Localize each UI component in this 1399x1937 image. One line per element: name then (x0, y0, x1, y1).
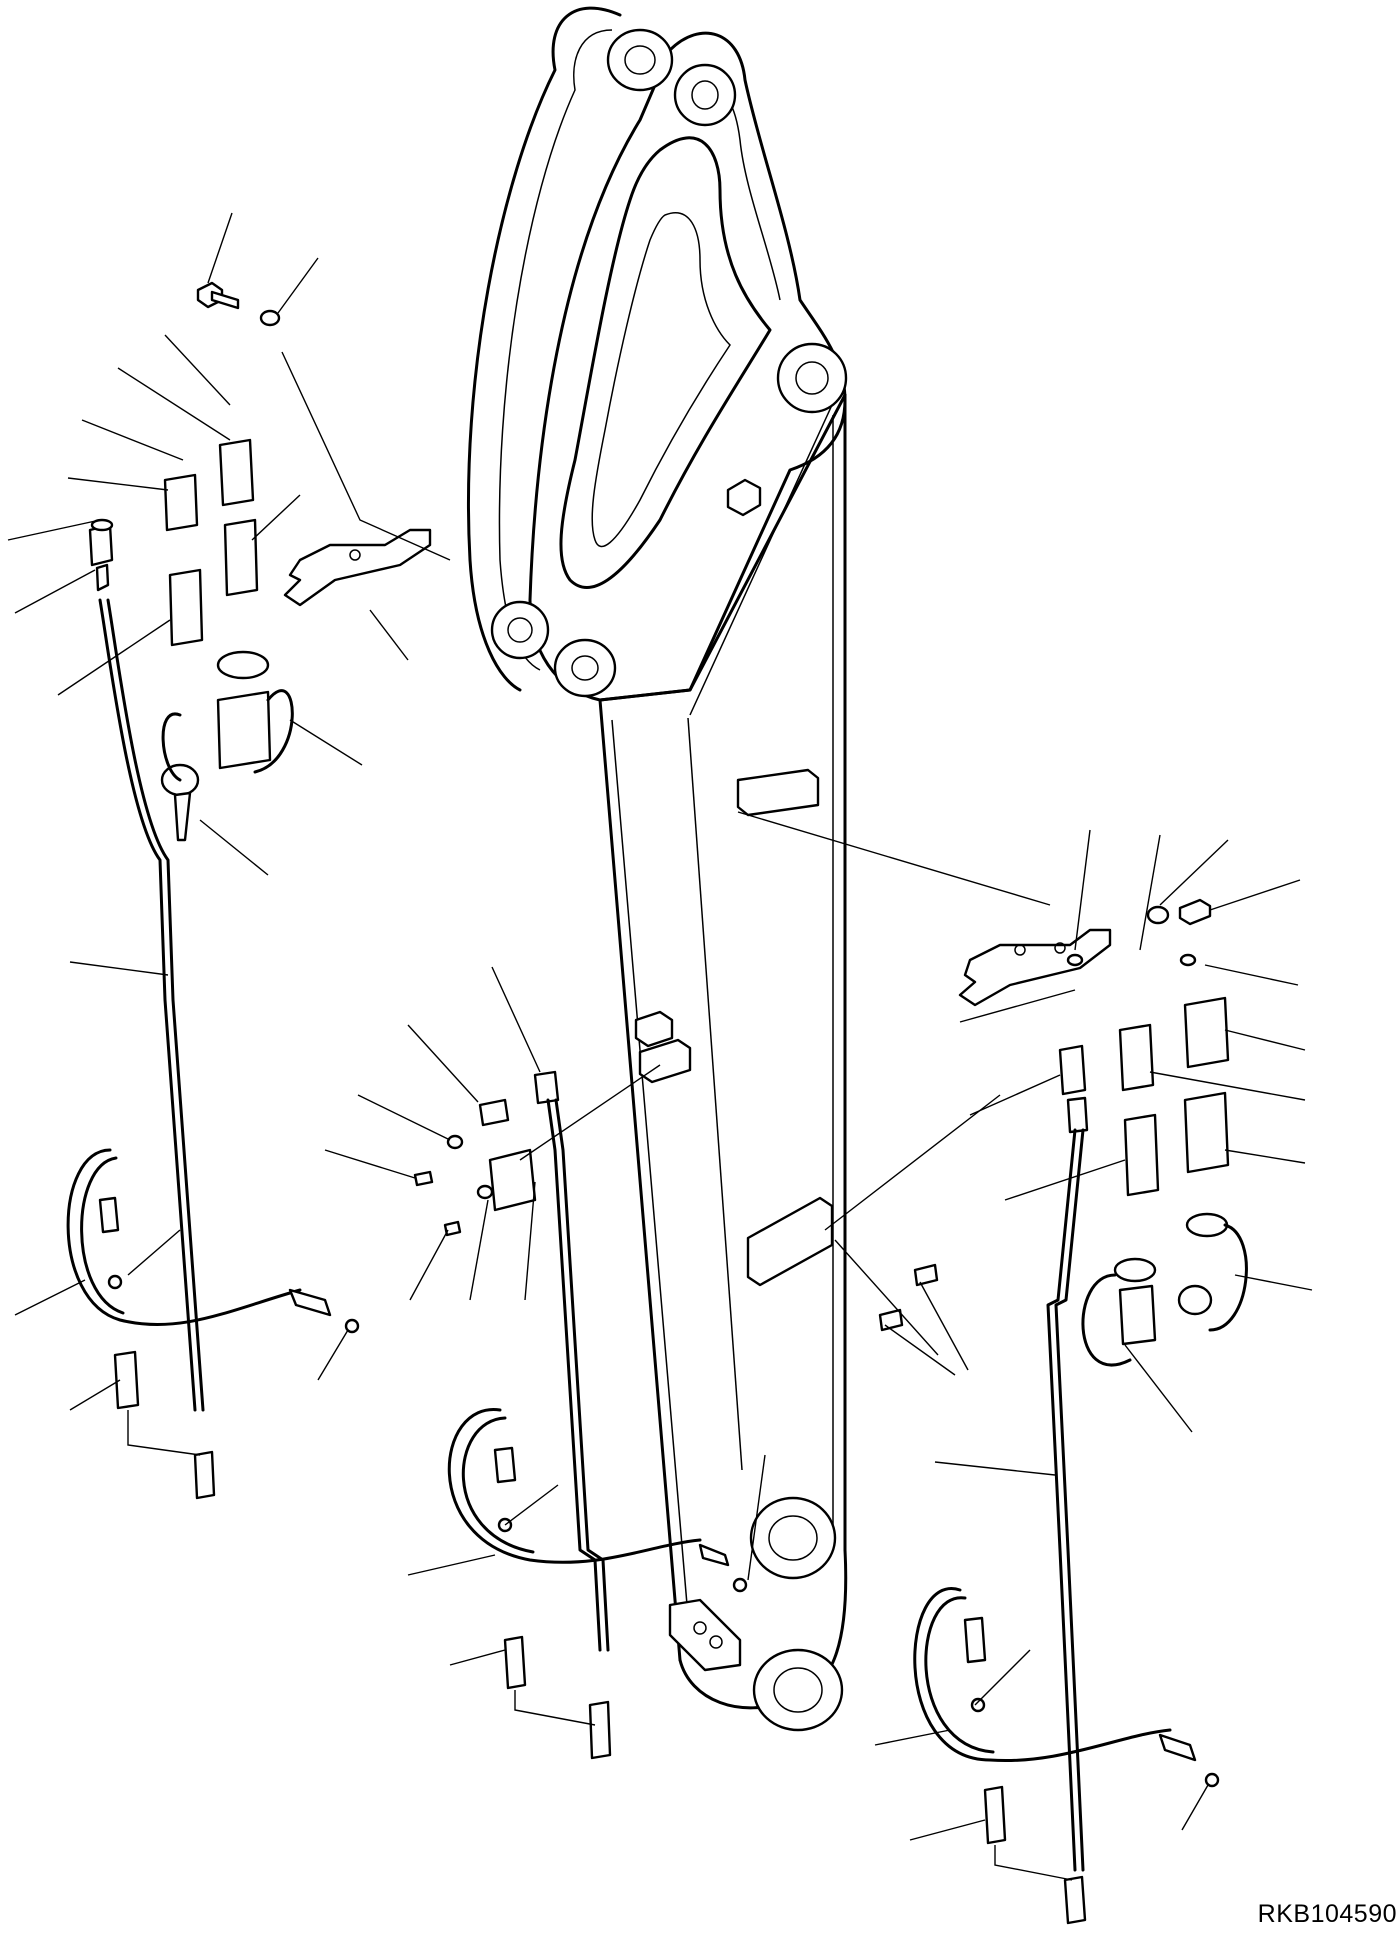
callout-leaders (7, 212, 1313, 1841)
right-coupler-group (878, 898, 1248, 1925)
center-pipe-group (413, 1070, 748, 1760)
arm-assembly (467, 6, 848, 1732)
left-coupler-group (66, 281, 432, 1500)
diagram-reference-code: RKB104590 (1257, 1900, 1397, 1928)
